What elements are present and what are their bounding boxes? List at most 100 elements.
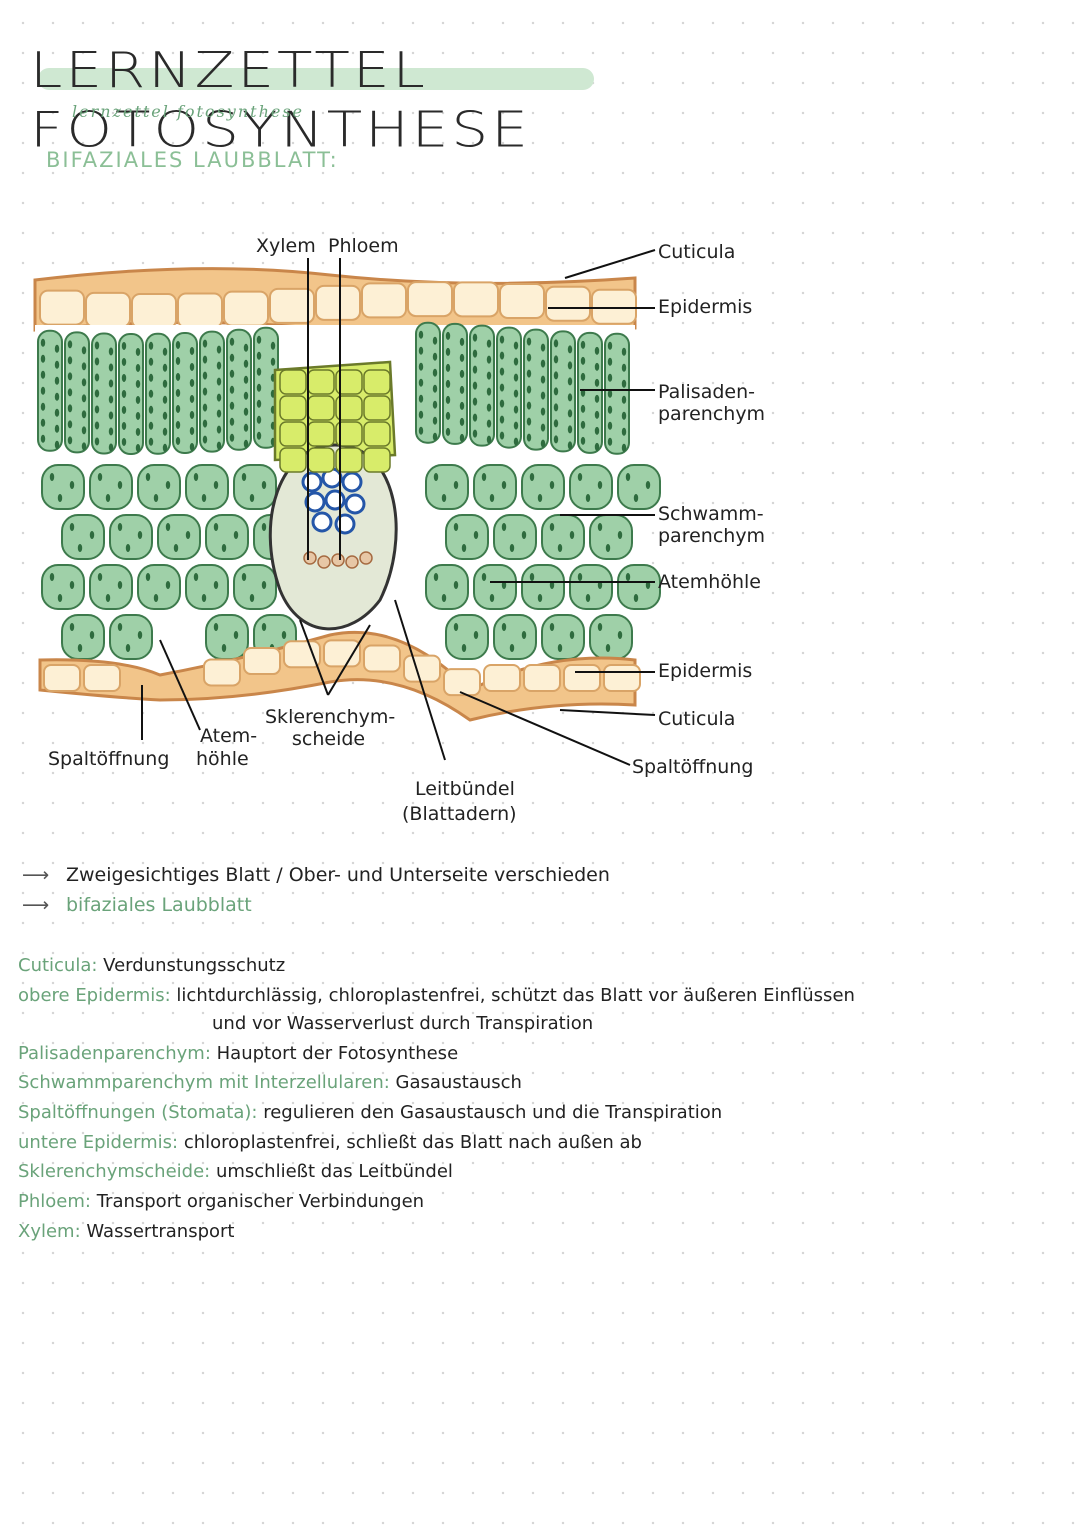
chloroplast [216, 441, 222, 450]
definition-row: Sklerenchymscheide: umschließt das Leitb… [18, 1161, 453, 1182]
chloroplast [189, 346, 195, 355]
epidermis-cell [223, 290, 269, 327]
title-script: lernzettel fotosynthese [72, 102, 305, 121]
label-epidermis-top: Epidermis [658, 296, 752, 318]
label-sklerenchym-1: Sklerenchym- [265, 706, 395, 728]
chloroplast [256, 383, 262, 392]
chloroplast [121, 405, 127, 414]
chloroplast [607, 405, 613, 414]
chloroplast [621, 427, 627, 436]
chloroplast [459, 385, 465, 394]
chloroplast [445, 411, 451, 420]
chloroplast [67, 420, 73, 429]
chloroplast [557, 644, 563, 652]
xylem-vessel [311, 511, 333, 533]
chloroplast [585, 594, 591, 602]
chloroplast [193, 573, 199, 581]
chloroplast [162, 411, 168, 420]
chloroplast [148, 373, 154, 382]
chloroplast [135, 427, 141, 436]
chloroplast [261, 523, 267, 531]
chloroplast [243, 391, 249, 400]
label-sponge-2: parenchym [658, 525, 765, 547]
chloroplast [54, 440, 60, 449]
chloroplast [526, 433, 532, 442]
chloroplast [256, 415, 262, 424]
chloroplast [526, 337, 532, 346]
chloroplast [189, 426, 195, 435]
spongy-cell [493, 614, 537, 660]
phloem-cell [345, 555, 359, 569]
definition-row: obere Epidermis: lichtdurchlässig, chlor… [18, 985, 855, 1006]
chloroplast [567, 361, 573, 370]
chloroplast [162, 427, 168, 436]
chloroplast [175, 340, 181, 349]
chloroplast [526, 353, 532, 362]
chloroplast [81, 442, 87, 451]
chloroplast [40, 434, 46, 443]
chloroplast [241, 473, 247, 481]
chloroplast [549, 481, 555, 489]
definition-row: Spaltöffnungen (Stomata): regulieren den… [18, 1102, 722, 1123]
definition-term: Xylem: [18, 1221, 81, 1242]
chloroplast [594, 410, 600, 419]
chloroplast [513, 373, 519, 382]
chloroplast [121, 373, 127, 382]
chloroplast [213, 623, 219, 631]
xylem-vessel [341, 471, 363, 493]
chloroplast [577, 473, 583, 481]
xylem-vessel [304, 491, 326, 513]
chloroplast [501, 623, 507, 631]
epidermis-cell [203, 658, 241, 687]
chloroplast [418, 426, 424, 435]
chloroplast [459, 369, 465, 378]
chloroplast [501, 523, 507, 531]
chloroplast [40, 370, 46, 379]
phloem-cell [331, 553, 345, 567]
chloroplast [509, 644, 515, 652]
chloroplast [270, 357, 276, 366]
chloroplast [453, 523, 459, 531]
chloroplast [513, 341, 519, 350]
chloroplast [148, 405, 154, 414]
chloroplast [472, 333, 478, 342]
xylem-cap-cell [279, 447, 307, 473]
spongy-cell [569, 464, 613, 510]
chloroplast [202, 339, 208, 348]
chloroplast [499, 351, 505, 360]
chloroplast [567, 393, 573, 402]
chloroplast [499, 399, 505, 408]
chloroplast [97, 573, 103, 581]
chloroplast [137, 531, 143, 539]
definition-desc: Hauptort der Fotosynthese [216, 1043, 459, 1064]
chloroplast [108, 363, 114, 372]
xylem-cap-cell [335, 369, 363, 395]
chloroplast [77, 544, 83, 552]
chloroplast [189, 410, 195, 419]
chloroplast [229, 401, 235, 410]
chloroplast [125, 544, 131, 552]
chloroplast [445, 347, 451, 356]
chloroplast [526, 401, 532, 410]
chloroplast [94, 341, 100, 350]
chloroplast [633, 594, 639, 602]
chloroplast [553, 387, 559, 396]
chloroplast [148, 341, 154, 350]
chloroplast [57, 594, 63, 602]
chloroplast [221, 544, 227, 552]
chloroplast [459, 337, 465, 346]
chloroplast [94, 405, 100, 414]
chloroplast [162, 379, 168, 388]
chloroplast [607, 341, 613, 350]
chloroplast [432, 384, 438, 393]
chloroplast [577, 573, 583, 581]
chloroplast [540, 407, 546, 416]
definition-term: obere Epidermis: [18, 985, 171, 1006]
chloroplast [49, 473, 55, 481]
title-block: LERNZETTEL FOTOSYNTHESE lernzettel fotos… [30, 40, 600, 158]
label-cuticula-bottom: Cuticula [658, 708, 735, 730]
chloroplast [165, 523, 171, 531]
chloroplast [40, 354, 46, 363]
chloroplast [594, 346, 600, 355]
spongy-cell [521, 564, 565, 610]
